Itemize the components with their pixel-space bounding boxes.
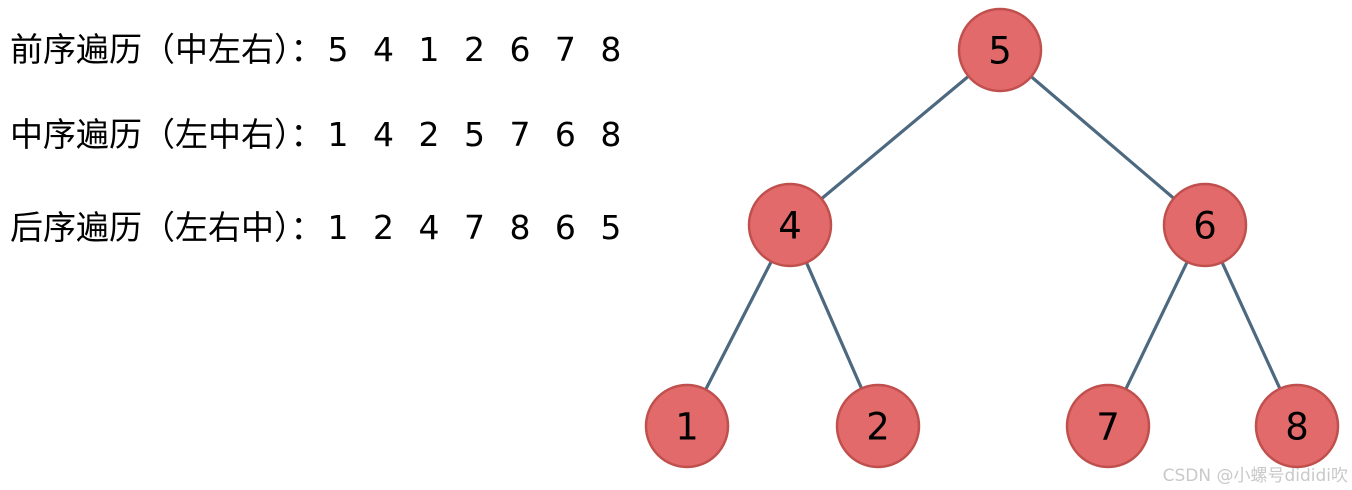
traversal-colon-postorder: ： xyxy=(290,208,324,247)
tree-node-2[interactable]: 2 xyxy=(835,383,921,469)
tree-node-5[interactable]: 5 xyxy=(957,7,1043,93)
tree-edge-layer xyxy=(704,74,1282,392)
tree-node-label-6: 6 xyxy=(1193,205,1217,248)
tree-edge-root-n6 xyxy=(1029,75,1176,200)
traversal-label-preorder: 前序遍历（中左右） xyxy=(10,30,291,69)
traversal-sequence-preorder: 5 4 1 2 6 7 8 xyxy=(327,30,629,69)
traversal-line-postorder: 后序遍历（左右中）：1 2 4 7 8 6 5 xyxy=(10,211,628,244)
traversal-label-postorder: 后序遍历（左右中） xyxy=(10,208,291,247)
tree-node-label-7: 7 xyxy=(1096,406,1120,449)
tree-node-6[interactable]: 6 xyxy=(1162,182,1248,268)
tree-node-label-5: 5 xyxy=(988,30,1012,73)
traversal-line-inorder: 中序遍历（左中右）：1 4 2 5 7 6 8 xyxy=(10,118,628,151)
tree-node-circle-5[interactable] xyxy=(957,7,1043,93)
tree-edge-n6-n8 xyxy=(1220,260,1282,391)
tree-edge-root-n4 xyxy=(819,74,971,201)
tree-node-layer: 5 4 6 1 2 7 8 xyxy=(644,7,1340,469)
tree-edge-n6-n7 xyxy=(1124,260,1189,391)
traversal-colon-preorder: ： xyxy=(290,30,324,69)
tree-edge-n4-n1 xyxy=(704,259,773,392)
tree-node-circle-2[interactable] xyxy=(835,383,921,469)
tree-node-circle-1[interactable] xyxy=(644,383,730,469)
traversal-sequence-inorder: 1 4 2 5 7 6 8 xyxy=(327,115,629,154)
tree-node-label-4: 4 xyxy=(778,205,802,248)
tree-edge-n4-n2 xyxy=(804,260,864,391)
traversal-label-inorder: 中序遍历（左中右） xyxy=(10,115,291,154)
tree-node-label-2: 2 xyxy=(866,406,890,449)
traversal-line-preorder: 前序遍历（中左右）：5 4 1 2 6 7 8 xyxy=(10,33,628,66)
tree-node-1[interactable]: 1 xyxy=(644,383,730,469)
tree-node-label-8: 8 xyxy=(1285,406,1309,449)
tree-node-circle-8[interactable] xyxy=(1254,383,1340,469)
tree-node-circle-4[interactable] xyxy=(747,182,833,268)
tree-node-7[interactable]: 7 xyxy=(1065,383,1151,469)
tree-node-4[interactable]: 4 xyxy=(747,182,833,268)
traversal-sequence-postorder: 1 2 4 7 8 6 5 xyxy=(327,208,629,247)
tree-node-circle-6[interactable] xyxy=(1162,182,1248,268)
tree-node-label-1: 1 xyxy=(675,406,699,449)
traversal-list: 前序遍历（中左右）：5 4 1 2 6 7 8 中序遍历（左中右）：1 4 2 … xyxy=(10,0,710,270)
traversal-colon-inorder: ： xyxy=(290,115,324,154)
tree-node-8[interactable]: 8 xyxy=(1254,383,1340,469)
tree-node-circle-7[interactable] xyxy=(1065,383,1151,469)
